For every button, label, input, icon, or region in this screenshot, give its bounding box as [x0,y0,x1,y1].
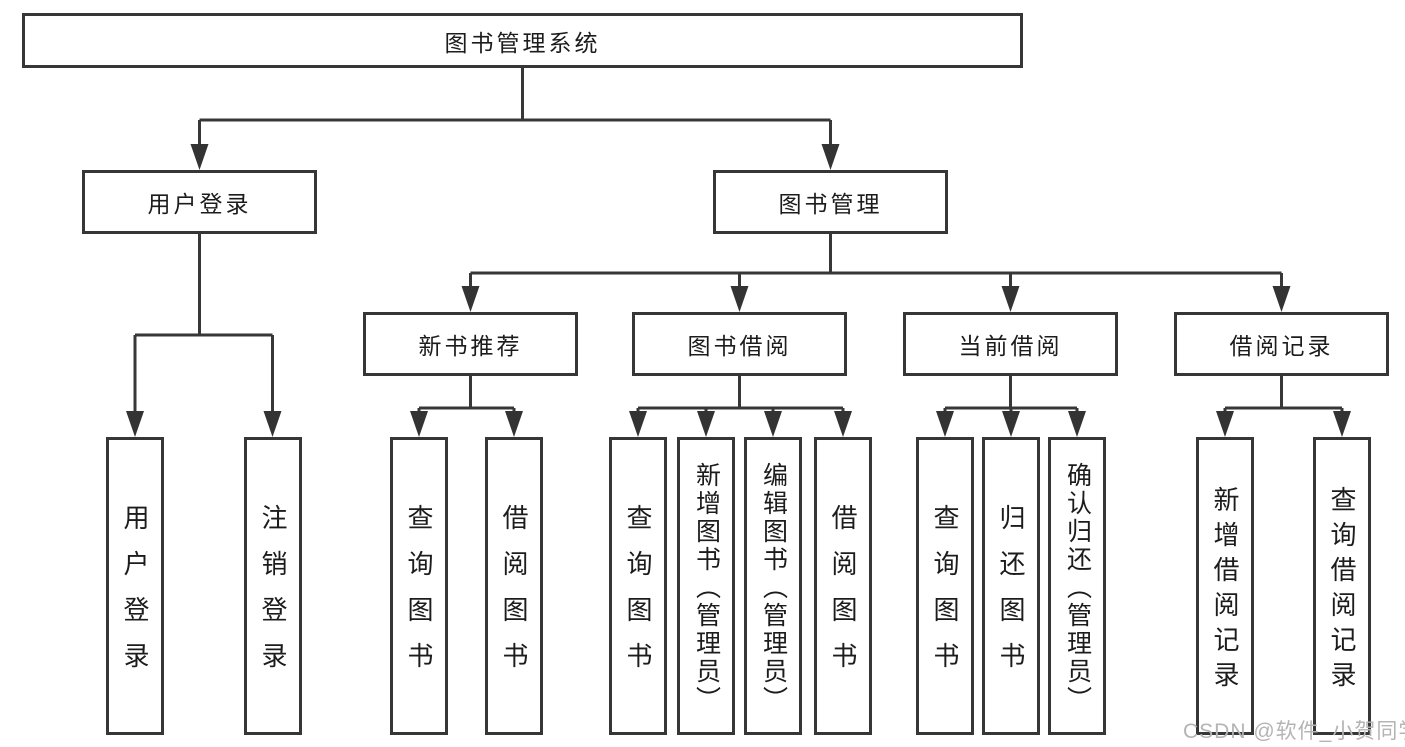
leaf-confirm-return-admin-label: 确认归还（管理员） [1063,461,1092,714]
leaf-edit-books-admin: 编辑图书（管理员） [744,437,802,735]
node-current-borrow-label: 当前借阅 [958,333,1063,359]
leaf-query-books-3-label: 查询图书 [930,504,960,688]
node-book-borrow: 图书借阅 [632,312,847,376]
node-new-book-recommend: 新书推荐 [363,312,578,376]
node-borrow-records-label: 借阅记录 [1229,333,1334,359]
leaf-user-login-label: 用户登录 [120,504,150,688]
leaf-borrow-books-1: 借阅图书 [485,437,543,735]
csdn-watermark: CSDN @软件_小贺同学 [1183,720,1405,743]
leaf-confirm-return-admin: 确认归还（管理员） [1048,437,1106,735]
leaf-edit-books-admin-label: 编辑图书（管理员） [759,461,788,714]
leaf-add-borrow-record-label: 新增借阅记录 [1210,485,1240,696]
leaf-query-books-2-label: 查询图书 [623,504,653,688]
leaf-add-books-admin-label: 新增图书（管理员） [692,461,721,714]
leaf-query-books-2: 查询图书 [609,437,667,735]
node-book-management-label: 图书管理 [778,191,883,217]
node-book-management: 图书管理 [713,170,948,234]
leaf-add-borrow-record: 新增借阅记录 [1196,437,1254,735]
arrowhead-icons [126,144,1351,437]
leaf-query-borrow-record-label: 查询借阅记录 [1327,485,1357,696]
leaf-borrow-books-1-label: 借阅图书 [499,504,529,688]
node-book-borrow-label: 图书借阅 [687,333,792,359]
leaf-user-login: 用户登录 [106,437,164,735]
node-current-borrow: 当前借阅 [903,312,1118,376]
leaf-add-books-admin: 新增图书（管理员） [677,437,735,735]
leaf-logout-label: 注销登录 [258,504,288,688]
leaf-query-books-3: 查询图书 [916,437,974,735]
node-user-login: 用户登录 [82,170,317,234]
leaf-query-borrow-record: 查询借阅记录 [1313,437,1371,735]
node-root: 图书管理系统 [22,13,1023,68]
leaf-query-books-1: 查询图书 [390,437,448,735]
node-borrow-records: 借阅记录 [1174,312,1389,376]
leaf-borrow-books-2: 借阅图书 [814,437,872,735]
leaf-logout: 注销登录 [244,437,302,735]
leaf-return-books: 归还图书 [982,437,1040,735]
leaf-borrow-books-2-label: 借阅图书 [828,504,858,688]
node-root-label: 图书管理系统 [444,29,601,56]
node-user-login-label: 用户登录 [147,191,252,217]
leaf-query-books-1-label: 查询图书 [404,504,434,688]
leaf-return-books-label: 归还图书 [996,504,1026,688]
node-new-book-recommend-label: 新书推荐 [418,333,523,359]
